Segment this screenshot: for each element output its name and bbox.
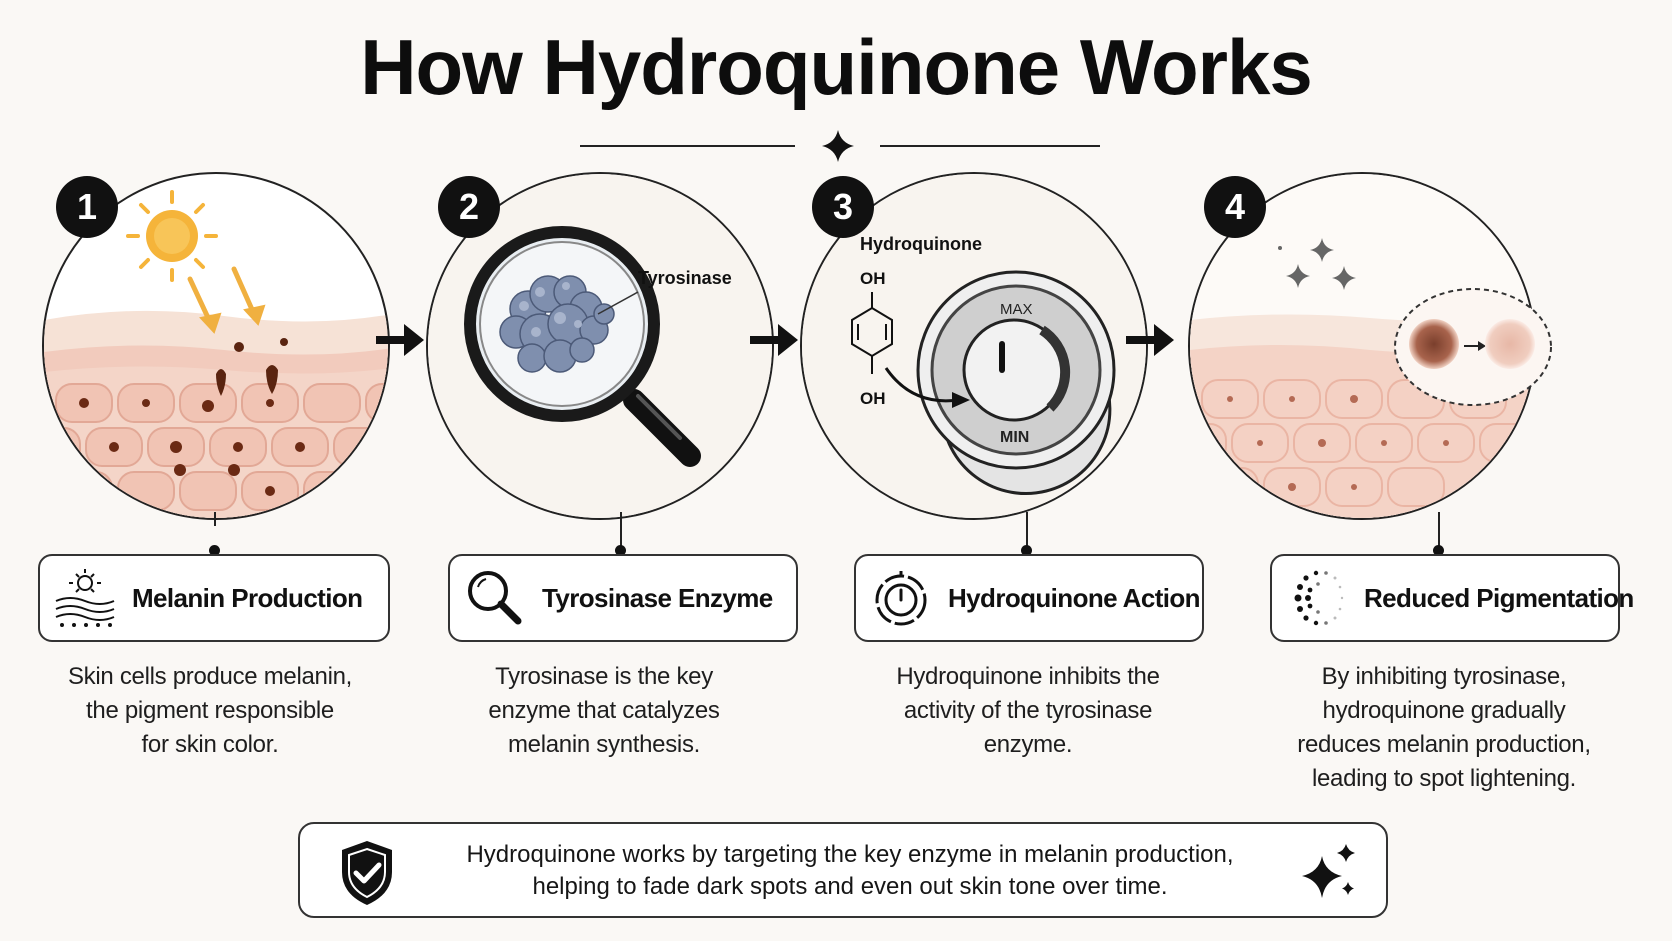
sun-icon (126, 190, 218, 282)
connector-line (1026, 512, 1028, 554)
connector-line (214, 512, 216, 526)
benzene-ring-icon (851, 292, 893, 374)
connector-dot (209, 545, 220, 556)
step-1-description: Skin cells produce melanin,the pigment r… (67, 663, 353, 758)
tyrosinase-label: Tyrosinase (638, 268, 732, 288)
step-2-number: 2 (438, 176, 500, 238)
dial-min-label: MIN (1000, 429, 1029, 446)
shield-check-icon (342, 841, 392, 905)
oh-top-label: OH (860, 269, 886, 288)
sparkle-divider-icon (822, 130, 854, 162)
connector-dot (615, 545, 626, 556)
summary-text: Hydroquinone works by targeting the key … (466, 841, 1234, 900)
fading-dots-icon (1294, 570, 1344, 626)
arrow-right-icon (750, 324, 798, 356)
page-title: How Hydroquinone Works (360, 23, 1313, 111)
label-text: Melanin Production (132, 582, 363, 613)
arrow-right-icon (376, 324, 424, 356)
magnifier-icon (468, 571, 522, 625)
step-3-illustration: Hydroquinone OH OH MAX MIN (800, 172, 1148, 520)
title-divider (580, 130, 1100, 162)
connector-line (620, 512, 622, 554)
connector-line (1438, 512, 1440, 554)
label-hydroquinone-action: Hydroquinone Action (854, 554, 1204, 642)
sparkle-icon (1302, 844, 1355, 898)
spot-lightening-inset (1394, 288, 1552, 406)
label-text: Tyrosinase Enzyme (542, 582, 773, 613)
label-tyrosinase-enzyme: Tyrosinase Enzyme (448, 554, 798, 642)
arrow-right-icon (1126, 324, 1174, 356)
connector-dot (1433, 545, 1444, 556)
label-reduced-pigmentation: Reduced Pigmentation (1270, 554, 1634, 642)
dial-illustration-icon: MAX MIN (916, 270, 1116, 496)
label-text: Reduced Pigmentation (1364, 582, 1634, 613)
dial-icon (875, 571, 927, 626)
step-4-description: By inhibiting tyrosinase,hydroquinone gr… (1297, 663, 1591, 792)
step-1-number: 1 (56, 176, 118, 238)
label-text: Hydroquinone Action (948, 582, 1201, 613)
step-4-number: 4 (1204, 176, 1266, 238)
oh-bottom-label: OH (860, 389, 886, 408)
magnifier-illustration-icon (464, 226, 701, 467)
hydroquinone-label: Hydroquinone (860, 234, 982, 254)
connector-dot (1021, 545, 1032, 556)
sun-skin-icon (55, 569, 115, 627)
dial-max-label: MAX (1000, 301, 1033, 318)
step-3-number: 3 (812, 176, 874, 238)
summary-box: Hydroquinone works by targeting the key … (298, 822, 1388, 918)
label-melanin-production: Melanin Production (38, 554, 390, 642)
sparkle-icon (1278, 238, 1356, 290)
